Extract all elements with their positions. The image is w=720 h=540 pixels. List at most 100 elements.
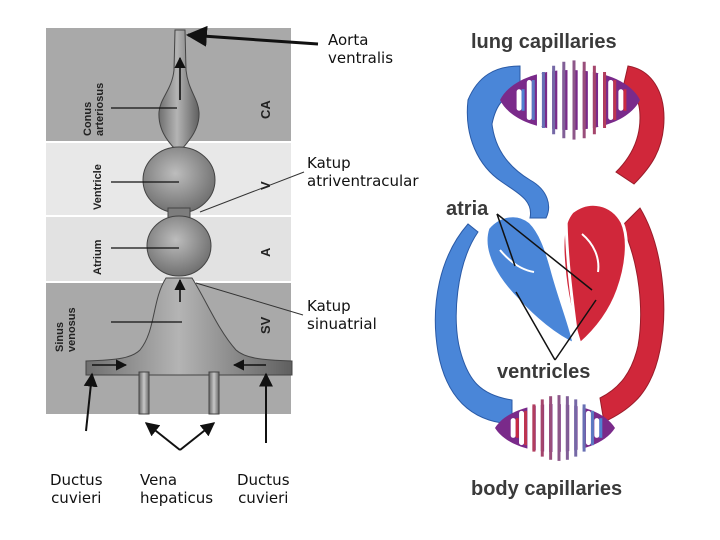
circulation-diagram xyxy=(434,65,665,425)
callout-vena-line1: Vena xyxy=(140,471,178,489)
body-capillary-strand xyxy=(557,395,561,461)
callout-katup-av-line1: Katup xyxy=(307,154,351,172)
lung-capillary-gap xyxy=(577,61,583,139)
lung-capillary-strand xyxy=(582,61,586,139)
lung-capillary-gap xyxy=(547,65,553,135)
septum xyxy=(564,211,580,347)
body-capillary-strand xyxy=(549,396,553,460)
hepatic-vessel-left xyxy=(138,371,150,415)
ventricle-bulb xyxy=(142,146,216,214)
label-ventricles: ventricles xyxy=(494,361,594,384)
blue-loop xyxy=(466,65,550,219)
body-capillary-strand xyxy=(599,418,603,438)
label-lung-capillaries: lung capillaries xyxy=(471,31,617,53)
lung-capillary-gap xyxy=(516,89,522,111)
body-capillary-gap xyxy=(519,410,525,446)
lung-capillary-strand xyxy=(531,80,535,120)
heart-tube xyxy=(85,29,293,415)
lung-capillary-strand xyxy=(562,61,566,139)
label-ventricle-text: Ventricle xyxy=(92,164,104,210)
callout-katup-sa-line2: sinuatrial xyxy=(307,315,377,333)
callout-lines xyxy=(83,25,319,451)
label-conus-line1: Conus xyxy=(82,101,94,136)
lung-capillary-gap xyxy=(567,60,573,140)
body-capillary-gap xyxy=(569,399,575,457)
lung-capillary-gap xyxy=(598,71,604,129)
label-atrium-text: Atrium xyxy=(92,239,104,275)
lung-capillary-gap xyxy=(618,89,624,111)
body-capillary-strand xyxy=(565,396,569,460)
callout-aorta-ventralis: Aorta ventralis xyxy=(328,31,393,67)
body-capillary-gap xyxy=(552,395,558,461)
body-capillary-gap xyxy=(577,404,583,452)
right-atrium-ventricle xyxy=(484,214,576,347)
lung-capillary-strand xyxy=(623,89,627,111)
code-sv: SV xyxy=(258,316,273,334)
lung-capillary-strand xyxy=(541,71,545,129)
lung-capillary-strand xyxy=(613,80,617,120)
atria-ventricle-pointers xyxy=(496,213,597,361)
callout-katup-sinuatrial: Katup sinuatrial xyxy=(307,297,377,333)
body-capillary-gap xyxy=(594,418,600,438)
sinus-venosus xyxy=(85,277,293,376)
lung-capillary-gap xyxy=(557,61,563,139)
body-capillary-gap xyxy=(510,418,516,438)
lung-capillary-strand xyxy=(521,89,525,111)
left-atrium-ventricle xyxy=(561,202,628,347)
atrium-bulb xyxy=(146,215,212,277)
callout-vena-line2: hepaticus xyxy=(140,489,214,507)
callout-ductus-left-line1: Ductus xyxy=(50,471,103,489)
code-v: V xyxy=(258,181,273,190)
label-ventricle: Ventricle xyxy=(92,164,104,210)
body-capillary-bed xyxy=(495,395,615,461)
callout-aorta-line1: Aorta xyxy=(328,31,369,49)
label-sinus-line2: venosus xyxy=(66,307,78,352)
callout-aorta-line2: ventralis xyxy=(328,49,394,67)
lung-capillary-gap xyxy=(536,71,542,129)
lung-capillary-gap xyxy=(587,65,593,135)
callout-ductus-cuvieri-right: Ductus cuvieri xyxy=(237,471,290,507)
lung-capillary-gap xyxy=(526,80,532,120)
callout-katup-av-line2: atriventracular xyxy=(307,172,419,190)
label-atria: atria xyxy=(444,198,491,221)
body-capillary-strand xyxy=(590,410,594,446)
code-a: A xyxy=(258,247,273,257)
body-capillary-strand xyxy=(524,410,528,446)
lung-capillary-strand xyxy=(603,71,607,129)
body-capillary-gap xyxy=(527,404,533,452)
body-capillary-strand xyxy=(515,418,519,438)
label-atrium: Atrium xyxy=(92,240,104,275)
callout-ductus-left-line2: cuvieri xyxy=(51,489,102,507)
callout-ductus-cuvieri-left: Ductus cuvieri xyxy=(50,471,103,507)
body-capillary-gap xyxy=(585,410,591,446)
body-capillary-gap xyxy=(535,399,541,457)
callout-katup-atriventracular: Katup atriventracular xyxy=(307,154,419,190)
flow-arrows xyxy=(92,56,266,371)
body-capillary-strand xyxy=(574,399,578,457)
callout-katup-sa-line1: Katup xyxy=(307,297,351,315)
callout-ductus-right-line1: Ductus xyxy=(237,471,290,489)
lung-capillary-strand xyxy=(552,65,556,135)
callout-ductus-right-line2: cuvieri xyxy=(238,489,289,507)
code-ca: CA xyxy=(258,100,273,119)
internal-pointers xyxy=(111,107,182,323)
lung-capillary-bed xyxy=(500,60,640,140)
label-sinus-line1: Sinus xyxy=(54,322,66,352)
body-capillary-gap xyxy=(544,396,550,460)
callout-vena-hepaticus: Vena hepaticus xyxy=(140,471,213,507)
lung-capillary-strand xyxy=(592,65,596,135)
body-capillary-strand xyxy=(540,399,544,457)
hepatic-vessel-right xyxy=(208,371,220,415)
body-capillary-strand xyxy=(532,404,536,452)
label-conus-arteriosus: Conus arteriosus xyxy=(82,83,106,136)
label-conus-line2: arteriosus xyxy=(94,82,106,136)
label-body-capillaries: body capillaries xyxy=(471,478,623,500)
label-sinus-venosus: Sinus venosus xyxy=(54,307,78,352)
lung-capillary-strand xyxy=(572,60,576,140)
red-loop xyxy=(615,65,665,185)
body-capillary-strand xyxy=(582,404,586,452)
body-capillary-gap xyxy=(560,396,566,460)
lung-capillary-gap xyxy=(608,80,614,120)
